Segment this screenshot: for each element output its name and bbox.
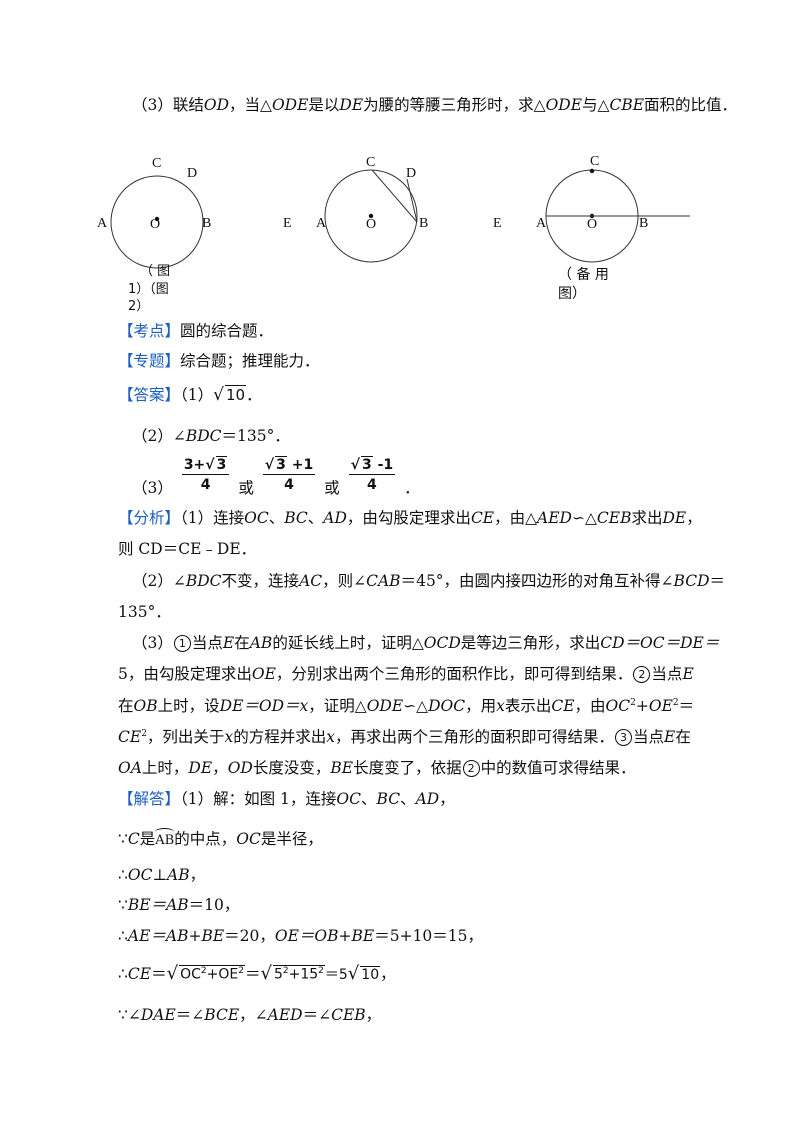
label-b: B bbox=[419, 216, 429, 231]
figure-2: E A O B C D bbox=[280, 150, 440, 270]
label-c: C bbox=[590, 154, 600, 169]
label-c: C bbox=[152, 156, 162, 171]
solution-line-2: ∵C是AB的中点，OC是半径， bbox=[118, 828, 323, 848]
label-c: C bbox=[366, 155, 376, 170]
figure-2-circle-diagram bbox=[324, 169, 418, 263]
label-e: E bbox=[283, 216, 292, 231]
circled-number-3: 3 bbox=[614, 729, 632, 746]
solution-line-6: ∴CE＝√OC2+OE2＝√52+152＝5√10， bbox=[118, 963, 396, 984]
kaodian-section: 【考点】圆的综合题． bbox=[118, 322, 274, 340]
figure-3-circle-diagram bbox=[545, 168, 690, 263]
label-d: D bbox=[187, 166, 198, 181]
solution-tag: 【解答】 bbox=[118, 790, 181, 808]
label-a: A bbox=[97, 216, 108, 231]
figure-1-caption: （ 图 1）（图 2） bbox=[128, 264, 171, 315]
circled-number-2b: 2 bbox=[462, 760, 480, 777]
analysis-line-1: 【分析】（1）连接OC、BC、AD，由勾股定理求出CE，由△AED∽△CEB求出… bbox=[118, 509, 702, 527]
solution-line-5: ∴AE＝AB+BE＝20，OE＝OB+BE＝5+10＝15， bbox=[118, 927, 484, 945]
answer-part-2: （2）∠BDC＝135°． bbox=[132, 427, 290, 445]
answer-section: 【答案】（1）√10． bbox=[118, 385, 262, 405]
solution-line-4: ∵BE＝AB＝10， bbox=[118, 896, 240, 914]
analysis-line-7: 在OB上时，设DE＝OD＝x，证明△ODE∽△DOC，用x表示出CE，由OC2+… bbox=[118, 697, 695, 715]
analysis-line-3: （2）∠BDC不变，连接AC，则∠CAB＝45°，由圆内接四边形的对角互补得∠B… bbox=[132, 572, 726, 590]
figure-3: E A O B C （ 备 用 图） bbox=[490, 150, 700, 310]
zhuanti-section: 【专题】综合题；推理能力． bbox=[118, 352, 320, 370]
label-b: B bbox=[639, 216, 649, 231]
solution-line-3: ∴OC⊥AB， bbox=[118, 866, 206, 884]
label-a: A bbox=[536, 216, 547, 231]
analysis-tag: 【分析】 bbox=[118, 509, 181, 527]
label-o: O bbox=[587, 217, 598, 232]
circled-number-1: 1 bbox=[173, 635, 191, 652]
answer-tag: 【答案】 bbox=[118, 386, 181, 404]
solution-line-1: 【解答】（1）解：如图 1，连接OC、BC、AD， bbox=[118, 790, 455, 808]
analysis-line-4: 135°． bbox=[118, 603, 171, 621]
figure-1-circle-diagram bbox=[110, 175, 204, 269]
zhuanti-tag: 【专题】 bbox=[118, 352, 181, 370]
kaodian-tag: 【考点】 bbox=[118, 322, 181, 340]
figure-1: C D A B O （ 图 1）（图 2） bbox=[90, 150, 230, 320]
analysis-line-2: 则 CD＝CE﹣DE． bbox=[118, 540, 257, 558]
label-o: O bbox=[150, 217, 161, 232]
label-b: B bbox=[202, 216, 212, 231]
label-o: O bbox=[366, 217, 377, 232]
arc-ab: AB bbox=[155, 828, 175, 848]
label-a: A bbox=[316, 216, 327, 231]
label-e: E bbox=[493, 216, 502, 231]
circled-number-2: 2 bbox=[633, 666, 651, 683]
question-3: （3）联结OD，当△ODE是以DE为腰的等腰三角形时，求△ODE与△CBE面积的… bbox=[132, 96, 738, 114]
solution-line-7: ∵∠DAE＝∠BCE，∠AED＝∠CEB， bbox=[118, 1006, 382, 1024]
figure-3-caption: （ 备 用 图） bbox=[558, 267, 609, 302]
label-d: D bbox=[406, 166, 417, 181]
